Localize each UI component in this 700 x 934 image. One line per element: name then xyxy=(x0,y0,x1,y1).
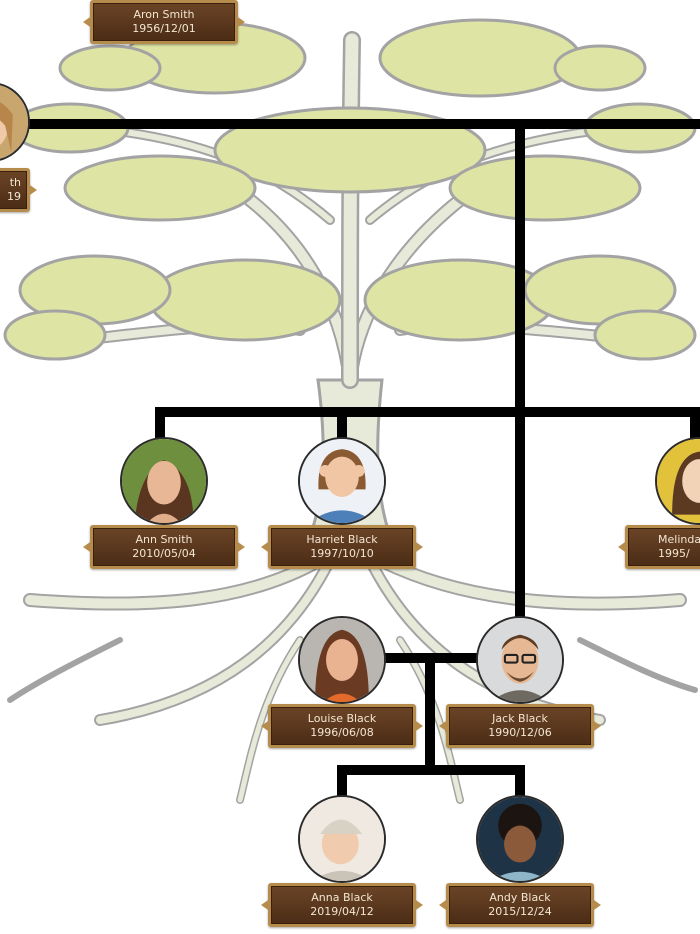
person-name: Ann Smith xyxy=(135,533,193,546)
portrait-icon-woman-brunette xyxy=(122,439,206,523)
person-name: Aron Smith xyxy=(133,8,195,21)
person-card-partial-left[interactable]: th 19 xyxy=(0,80,32,240)
person-birthdate: 2010/05/04 xyxy=(132,547,196,560)
name-plaque: Aron Smith 1956/12/01 xyxy=(90,0,238,44)
person-card-melinda[interactable]: Melinda 1995/ xyxy=(625,437,700,597)
person-photo xyxy=(298,616,386,704)
portrait-icon-woman-auburn xyxy=(300,618,384,702)
portrait-icon-baby-hat xyxy=(300,797,384,881)
person-name: Melinda xyxy=(658,533,700,546)
name-plaque: Harriet Black 1997/10/10 xyxy=(268,525,416,569)
person-name: Andy Black xyxy=(489,891,551,904)
portrait-icon-woman-peace-sign xyxy=(300,439,384,523)
name-plaque: Melinda 1995/ xyxy=(625,525,700,569)
person-birthdate: 1956/12/01 xyxy=(132,22,196,35)
person-card-aron-smith[interactable]: Aron Smith 1956/12/01 xyxy=(90,0,240,72)
portrait-icon-woman-yellow xyxy=(657,439,700,523)
name-plaque: Louise Black 1996/06/08 xyxy=(268,704,416,748)
person-photo xyxy=(476,795,564,883)
person-card-andy-black[interactable]: Andy Black 2015/12/24 xyxy=(446,795,596,934)
person-card-ann-smith[interactable]: Ann Smith 2010/05/04 xyxy=(90,437,240,597)
person-birthdate: 1990/12/06 xyxy=(488,726,552,739)
name-plaque: Anna Black 2019/04/12 xyxy=(268,883,416,927)
person-birthdate: 2019/04/12 xyxy=(310,905,374,918)
name-plaque: Jack Black 1990/12/06 xyxy=(446,704,594,748)
person-birthdate: 1996/06/08 xyxy=(310,726,374,739)
person-photo xyxy=(476,616,564,704)
name-plaque: Ann Smith 2010/05/04 xyxy=(90,525,238,569)
name-plaque: th 19 xyxy=(0,168,30,212)
person-card-louise-black[interactable]: Louise Black 1996/06/08 xyxy=(268,616,418,776)
portrait-icon-woman-blonde xyxy=(0,84,28,160)
person-name: Jack Black xyxy=(492,712,548,725)
person-birthdate: 2015/12/24 xyxy=(488,905,552,918)
portrait-icon-child-curly xyxy=(478,797,562,881)
person-name: Louise Black xyxy=(307,712,377,725)
person-photo xyxy=(655,437,700,525)
person-photo xyxy=(0,82,30,162)
name-plaque: Andy Black 2015/12/24 xyxy=(446,883,594,927)
person-card-jack-black[interactable]: Jack Black 1990/12/06 xyxy=(446,616,596,776)
person-birthdate: 1995/ xyxy=(658,547,690,560)
person-name: Anna Black xyxy=(311,891,373,904)
person-birthdate: 1997/10/10 xyxy=(310,547,374,560)
person-photo xyxy=(120,437,208,525)
person-birthdate: 19 xyxy=(7,190,21,203)
person-photo xyxy=(298,795,386,883)
person-name: th xyxy=(9,176,21,189)
person-name: Harriet Black xyxy=(306,533,378,546)
person-card-harriet-black[interactable]: Harriet Black 1997/10/10 xyxy=(268,437,418,597)
person-card-anna-black[interactable]: Anna Black 2019/04/12 xyxy=(268,795,418,934)
person-photo xyxy=(298,437,386,525)
portrait-icon-man-glasses xyxy=(478,618,562,702)
